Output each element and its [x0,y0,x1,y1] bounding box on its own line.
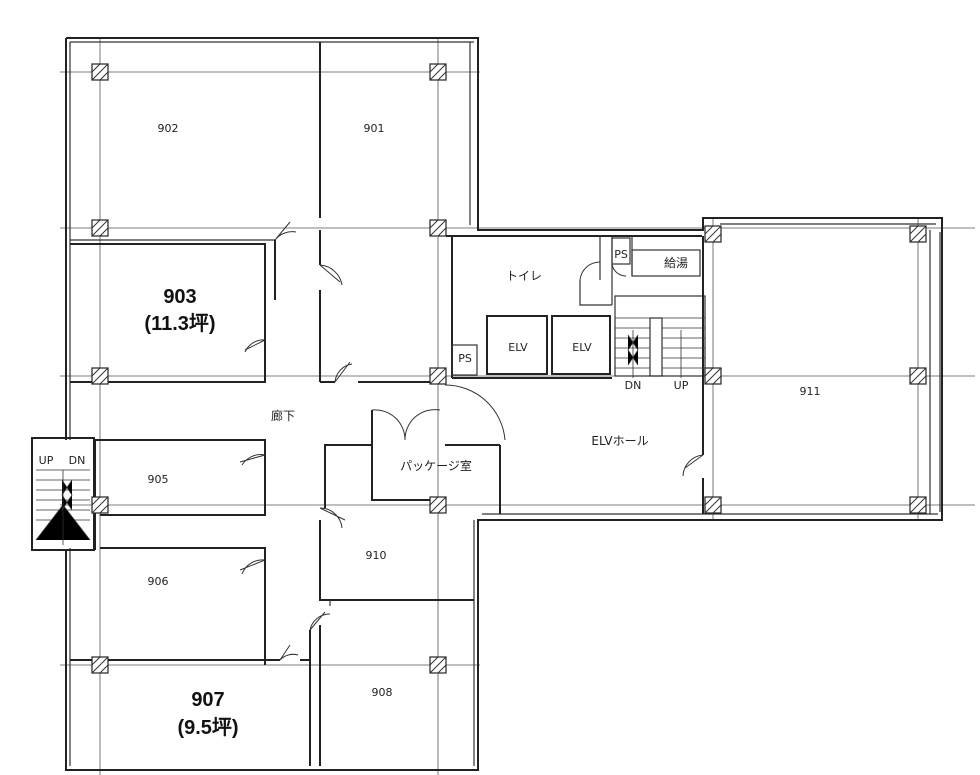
column [91,367,109,385]
column [91,219,109,237]
ps-upper-label: PS [614,248,628,261]
room-905-label: 905 [148,473,169,486]
room-901-label: 901 [364,122,385,135]
column [704,225,722,243]
room-908-label: 908 [372,686,393,699]
package-room-label: パッケージ室 [400,458,472,473]
column [909,496,927,514]
right-stair [615,317,705,378]
doors [239,221,704,661]
kitchen-label: 給湯 [664,256,688,270]
column [429,496,447,514]
room-906-label: 906 [148,575,169,588]
right-stair-up-label: UP [674,379,689,392]
labels: 902 901 903 (11.3坪) 廊下 パッケージ室 ELVホール トイレ… [39,122,821,739]
grid-lines [60,38,975,775]
room-903-area: (11.3坪) [144,312,215,335]
room-907-area: (9.5坪) [177,716,238,739]
interior-walls [70,42,706,766]
column [429,63,447,81]
room-907-number: 907 [191,689,224,711]
columns [91,63,927,674]
column [91,63,109,81]
ps-lower-label: PS [458,352,472,365]
column [429,219,447,237]
column [909,225,927,243]
left-stair-up-label: UP [39,454,54,467]
outer-walls [65,37,943,771]
elv-hall-label: ELVホール [591,434,648,448]
column [91,656,109,674]
room-903-number: 903 [163,286,196,308]
room-910-label: 910 [366,549,387,562]
toilet-label: トイレ [506,269,542,283]
left-stair-dn-label: DN [69,454,86,467]
column [704,367,722,385]
elv1-label: ELV [508,341,528,354]
left-stair [31,437,95,551]
corridor-label: 廊下 [271,408,295,423]
room-911-label: 911 [800,385,821,398]
room-902-label: 902 [158,122,179,135]
right-stair-dn-label: DN [625,379,642,392]
elv2-label: ELV [572,341,592,354]
column [91,496,109,514]
column [909,367,927,385]
column [429,656,447,674]
column [429,367,447,385]
column [704,496,722,514]
